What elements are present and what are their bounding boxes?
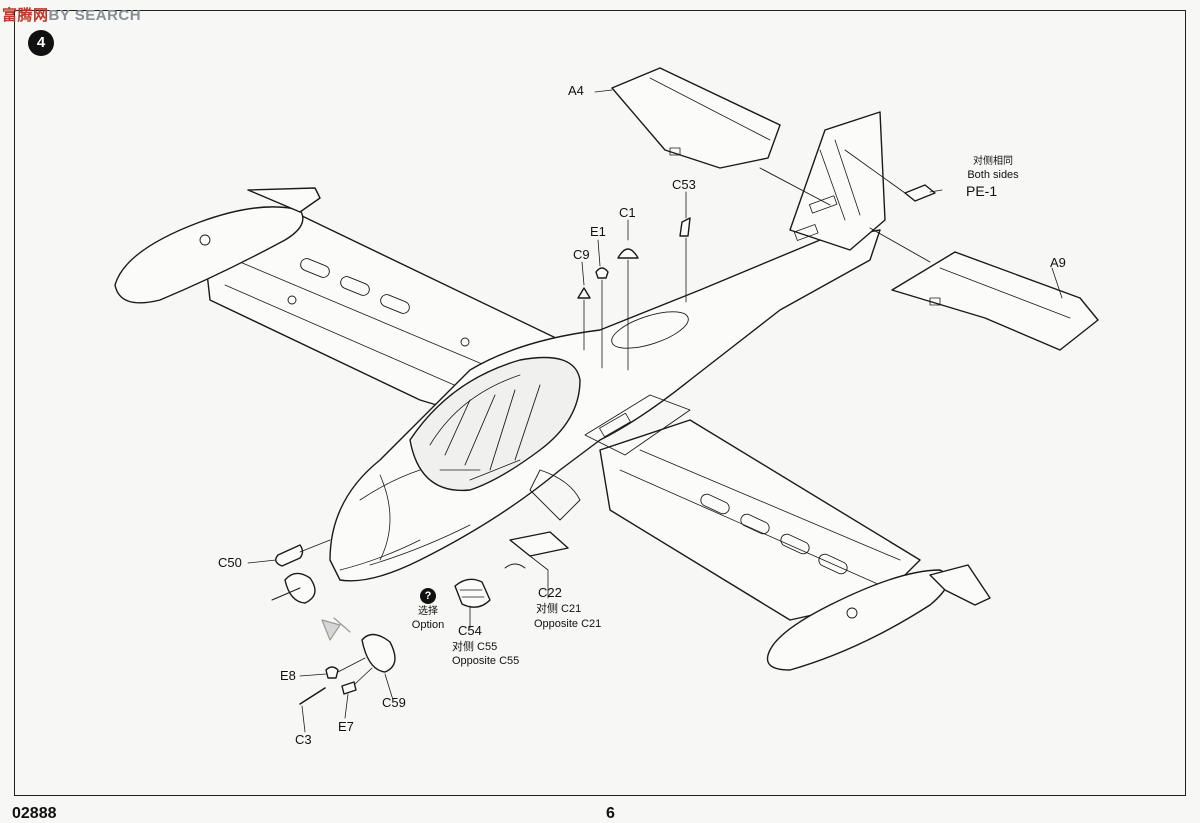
part-e7 [341, 681, 357, 695]
label-e7: E7 [338, 719, 354, 734]
product-code: 02888 [12, 805, 57, 822]
label-a9: A9 [1050, 255, 1066, 270]
label-c1: C1 [619, 205, 636, 220]
vertical-tail [789, 111, 886, 251]
label-a4: A4 [568, 83, 584, 98]
label-c55-cn: 对侧 C55 [452, 641, 498, 653]
part-e8 [325, 666, 339, 679]
left-tip-tank [114, 206, 304, 304]
watermark-logo: 富腾网BY SEARCH [2, 4, 141, 25]
label-both-sides-cn: 对侧相同 [973, 156, 1013, 167]
label-pe1: PE-1 [966, 183, 998, 199]
watermark-text: BY SEARCH [48, 7, 142, 24]
horizontal-stabilizer-a9 [891, 251, 1099, 351]
part-c1 [617, 248, 639, 259]
label-c21-cn: 对侧 C21 [536, 603, 582, 615]
label-both-sides-en: Both sides [967, 169, 1019, 181]
label-c3: C3 [295, 732, 312, 747]
label-c9: C9 [573, 247, 590, 262]
label-e8: E8 [280, 668, 296, 683]
watermark-brand: 富腾网 [2, 7, 49, 24]
label-c54: C54 [458, 623, 482, 638]
part-e1 [595, 267, 609, 279]
part-c22 [509, 531, 569, 557]
label-e1: E1 [590, 224, 606, 239]
horizontal-stabilizer-a4 [611, 67, 781, 169]
direction-arrow [321, 617, 351, 641]
part-c9 [577, 287, 591, 299]
label-c50: C50 [218, 555, 242, 570]
part-c54 [454, 578, 491, 608]
option-icon: ? [420, 588, 436, 604]
label-c53: C53 [672, 177, 696, 192]
label-c59: C59 [382, 695, 406, 710]
part-c50 [275, 544, 304, 567]
part-c59 [361, 633, 396, 673]
pe1-part [904, 184, 936, 202]
label-c22: C22 [538, 585, 562, 600]
label-option-en: Option [411, 619, 445, 631]
step-number-badge: 4 [28, 30, 54, 56]
label-option-cn: 选择 [418, 606, 438, 617]
label-c55-en: Opposite C55 [452, 655, 520, 667]
page-frame [14, 10, 1186, 796]
cockpit [409, 356, 581, 492]
page-number: 6 [606, 805, 615, 822]
part-c53 [679, 217, 691, 237]
label-c21-en: Opposite C21 [534, 618, 602, 630]
part-c3 [299, 687, 326, 705]
